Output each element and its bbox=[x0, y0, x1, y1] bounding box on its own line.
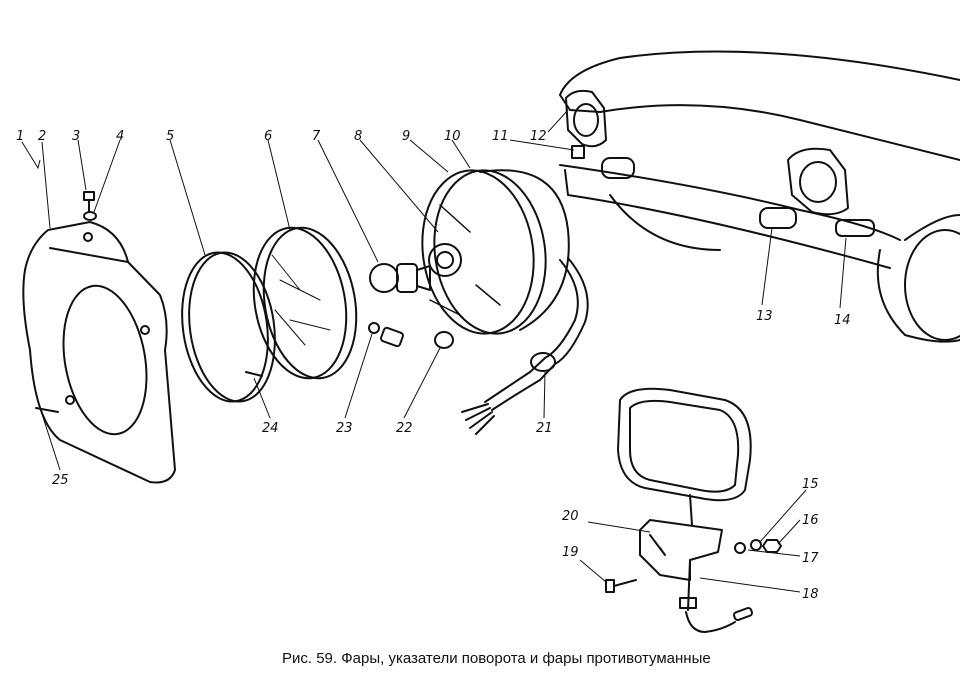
bracket-20 bbox=[639, 519, 723, 581]
headlight-right bbox=[787, 147, 849, 216]
figure-caption: Рис. 59. Фары, указатели поворота и фары… bbox=[282, 650, 711, 667]
nut-16 bbox=[762, 539, 782, 553]
car-front-illustration bbox=[559, 50, 960, 343]
headlight-frame-2 bbox=[22, 221, 176, 484]
callout-10: 10 bbox=[444, 129, 461, 144]
wire-harness-21 bbox=[461, 257, 589, 435]
callout-labels: 1 2 3 4 5 6 7 8 9 10 11 12 13 14 15 16 1… bbox=[16, 129, 851, 602]
callout-6: 6 bbox=[264, 129, 272, 144]
lamp-7 bbox=[369, 263, 431, 293]
turn-indicator-left bbox=[601, 157, 635, 179]
washer-15 bbox=[750, 539, 762, 551]
side-marker-14 bbox=[835, 219, 875, 237]
rim-5 bbox=[181, 251, 276, 403]
callout-8: 8 bbox=[354, 129, 362, 144]
callout-16: 16 bbox=[802, 513, 819, 528]
callout-1: 1 bbox=[16, 129, 24, 144]
callout-4: 4 bbox=[116, 129, 124, 144]
callout-13: 13 bbox=[756, 309, 773, 324]
screw-25 bbox=[35, 407, 59, 413]
leader-lines bbox=[21, 109, 847, 593]
connector-23 bbox=[368, 322, 404, 348]
callout-24: 24 bbox=[262, 421, 279, 436]
callout-3: 3 bbox=[72, 129, 80, 144]
callout-17: 17 bbox=[802, 551, 819, 566]
headlight-body-9 bbox=[421, 169, 570, 335]
callout-19: 19 bbox=[562, 545, 579, 560]
callout-18: 18 bbox=[802, 587, 819, 602]
headlight-housing-12 bbox=[565, 89, 607, 148]
indicator-11 bbox=[571, 145, 585, 159]
callout-7: 7 bbox=[312, 129, 321, 144]
callout-22: 22 bbox=[396, 421, 413, 436]
callout-20: 20 bbox=[562, 509, 579, 524]
optical-element-6 bbox=[252, 226, 358, 380]
screw-24 bbox=[245, 371, 263, 377]
fog-lamp-13 bbox=[617, 387, 752, 526]
callout-21: 21 bbox=[536, 421, 553, 436]
callout-12: 12 bbox=[530, 129, 547, 144]
screw-19 bbox=[605, 579, 637, 593]
callout-5: 5 bbox=[166, 129, 174, 144]
callout-14: 14 bbox=[834, 313, 851, 328]
screw-3 bbox=[83, 191, 95, 213]
washer-4 bbox=[83, 211, 97, 221]
callout-25: 25 bbox=[52, 473, 69, 488]
turn-indicator-13 bbox=[759, 207, 797, 229]
callout-2: 2 bbox=[38, 129, 46, 144]
callout-11: 11 bbox=[492, 129, 509, 144]
callout-23: 23 bbox=[336, 421, 353, 436]
bolt-18 bbox=[679, 559, 753, 633]
washer-17 bbox=[734, 542, 746, 554]
callout-15: 15 bbox=[802, 477, 819, 492]
callout-9: 9 bbox=[402, 129, 410, 144]
plug-22 bbox=[434, 331, 454, 349]
